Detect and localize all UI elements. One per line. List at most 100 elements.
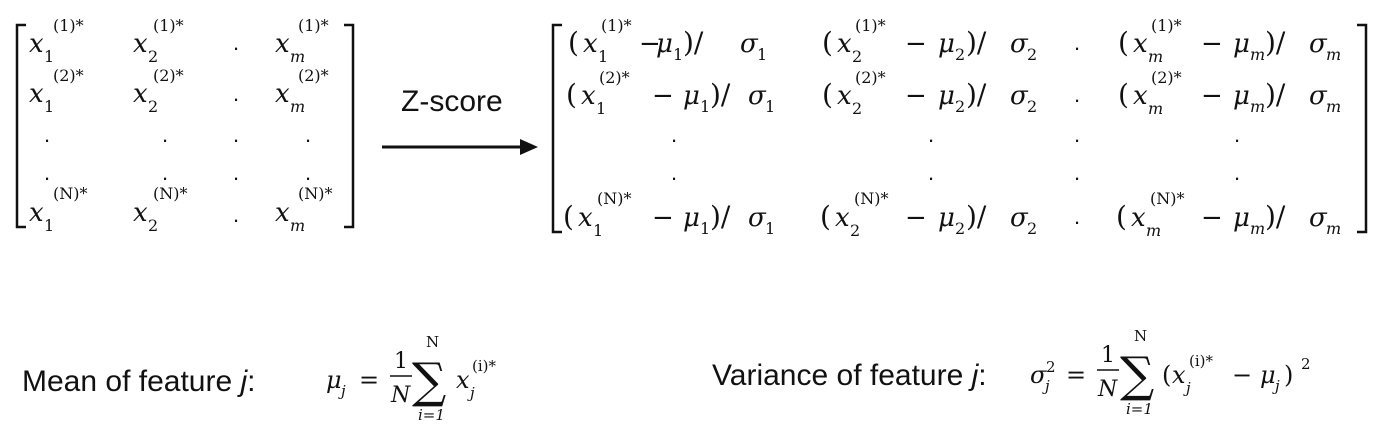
sigma-subscript: m [1326, 45, 1341, 64]
entry-x: x [1172, 361, 1186, 389]
mu: μ [938, 203, 955, 233]
paren: )/ [710, 78, 731, 111]
sigma-subscript: 2 [1027, 97, 1037, 116]
mean-label-text: Mean of feature [22, 365, 240, 398]
output-row-n: ( x 1 (N)* − μ 1 )/ σ 1 ( x 2 (N)* − μ 2… [563, 189, 1341, 240]
entry-subscript: 2 [148, 97, 158, 116]
arrow-head [520, 139, 538, 155]
sum-symbol: ∑ [412, 353, 446, 409]
entry-subscript: 1 [596, 99, 606, 118]
sum-lower-limit: i=1 [1126, 400, 1153, 418]
dot: . [1074, 160, 1080, 185]
entry-subscript: 2 [850, 221, 860, 240]
entry-x: x [837, 81, 852, 111]
dot: . [233, 160, 239, 185]
mu: μ [326, 366, 342, 394]
sigma-subscript: j [1042, 377, 1050, 395]
mu: μ [938, 81, 955, 111]
sigma-subscript: 2 [1027, 45, 1037, 64]
entry-x: x [275, 29, 290, 59]
variance-label: Variance of feature j: [712, 359, 987, 392]
minus: − [905, 29, 927, 59]
entry-x: x [456, 366, 470, 394]
paren: ( [1118, 26, 1129, 59]
sigma-subscript: 1 [765, 97, 775, 116]
entry-superscript: (2)* [298, 66, 329, 85]
mu: μ [683, 203, 700, 233]
mu: μ [1260, 361, 1276, 389]
dot: . [233, 202, 239, 227]
entry-superscript: (1)* [1151, 16, 1182, 35]
dot: . [1074, 30, 1080, 55]
mu: μ [656, 29, 673, 59]
sigma-subscript: 1 [757, 45, 767, 64]
output-matrix: ( x 1 (1)* − μ 1 )/ σ 1 ( x 2 (1)* − μ 2… [551, 16, 1368, 240]
sigma: σ [1010, 81, 1029, 111]
entry-superscript: (2)* [1151, 68, 1182, 87]
paren: )/ [1265, 26, 1286, 59]
minus: − [1201, 29, 1223, 59]
entry-subscript: 2 [148, 47, 158, 66]
entry-subscript: 1 [44, 216, 54, 235]
output-matrix-left-bracket [551, 23, 562, 234]
dot: . [1074, 204, 1080, 229]
entry-x: x [1133, 29, 1148, 59]
entry-superscript: (1)* [298, 16, 329, 35]
minus: − [639, 29, 661, 59]
paren: )/ [1265, 200, 1286, 233]
sigma-subscript: m [1326, 97, 1341, 116]
input-matrix-left-bracket [15, 23, 26, 229]
z-score-arrow: Z-score [382, 85, 538, 155]
fraction-numerator: 1 [1101, 343, 1115, 368]
dot: . [928, 122, 934, 147]
entry-subscript: 2 [852, 47, 862, 66]
paren: )/ [1265, 78, 1286, 111]
sum-lower-limit: i=1 [418, 406, 445, 424]
entry-x: x [29, 198, 44, 228]
sigma-subscript: 1 [765, 219, 775, 238]
dot: . [305, 160, 311, 185]
input-row-n: x 1 (N)* x 2 (N)* . x m (N)* [29, 184, 332, 235]
entry-subscript: j [467, 384, 475, 402]
dot: . [671, 122, 677, 147]
dot: . [1234, 122, 1240, 147]
dot: . [1074, 122, 1080, 147]
mu-subscript: 2 [955, 97, 965, 116]
mu-subscript: 1 [700, 219, 710, 238]
input-row-1: x 1 (1)* x 2 (1)* . x m (1)* [29, 16, 329, 66]
entry-subscript: m [1148, 47, 1163, 66]
entry-x: x [133, 198, 148, 228]
mu: μ [683, 81, 700, 111]
sigma: σ [1309, 29, 1328, 59]
entry-subscript: m [1148, 99, 1163, 118]
entry-superscript: (2)* [153, 66, 184, 85]
paren: ) [1284, 361, 1293, 389]
fraction-denominator: N [390, 383, 411, 408]
sigma: σ [748, 81, 767, 111]
dot: . [305, 122, 311, 147]
sigma: σ [1309, 81, 1328, 111]
output-row-2: ( x 1 (2)* − μ 1 )/ σ 1 ( x 2 (2)* − μ 2… [566, 68, 1341, 118]
output-ellipsis-rows: . . . . . . . . [671, 122, 1240, 185]
mean-label-colon: : [247, 365, 255, 398]
entry-superscript: (2)* [599, 68, 630, 87]
minus: − [905, 203, 927, 233]
minus: − [1232, 361, 1252, 389]
entry-superscript: (N)* [854, 189, 888, 208]
entry-x: x [837, 29, 852, 59]
sigma-subscript: 2 [1027, 219, 1037, 238]
entry-x: x [1133, 81, 1148, 111]
sigma: σ [740, 29, 759, 59]
sum-upper-limit: N [1134, 327, 1147, 345]
input-ellipsis-rows: . . . . . . . . [44, 122, 311, 185]
paren: ( [1118, 78, 1129, 111]
mu: μ [1233, 29, 1250, 59]
entry-x: x [581, 81, 596, 111]
dot: . [1234, 160, 1240, 185]
output-matrix-right-bracket [1357, 23, 1368, 234]
entry-subscript: m [290, 97, 305, 116]
entry-superscript: (2)* [53, 66, 84, 85]
paren: ( [1162, 361, 1171, 389]
entry-superscript: (N)* [298, 184, 332, 203]
dot: . [44, 122, 50, 147]
